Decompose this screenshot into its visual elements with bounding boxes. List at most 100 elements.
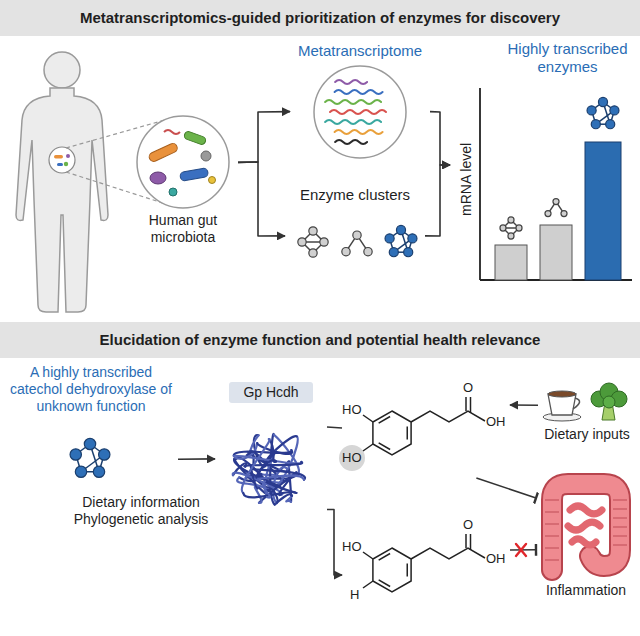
arrow-connector bbox=[425, 165, 450, 236]
bar bbox=[585, 142, 621, 280]
node-illustration-part bbox=[314, 66, 406, 158]
metatranscriptome-circle: Metatranscriptome bbox=[290, 42, 430, 160]
node-label: O bbox=[463, 517, 475, 533]
node-illustration-part bbox=[180, 168, 209, 182]
node-illustration-part bbox=[209, 177, 216, 184]
enzyme-cluster-icon-part bbox=[309, 227, 317, 235]
panel: A highly transcribed catechol dehydroxyl… bbox=[0, 322, 640, 636]
node-label: Human gut microbiota bbox=[128, 212, 238, 246]
enzyme-cluster-icon-part bbox=[408, 234, 417, 243]
chemical-structure-part bbox=[363, 581, 373, 588]
transcript-line bbox=[335, 80, 367, 84]
node-illustration-part bbox=[545, 523, 559, 524]
human-figure-part bbox=[49, 147, 75, 173]
enzyme-cluster-icon bbox=[500, 217, 522, 239]
node-label: Inflammation bbox=[536, 582, 636, 599]
enzyme-cluster-icon-part bbox=[516, 225, 522, 231]
human-figure-part bbox=[64, 162, 68, 166]
enzyme-cluster-icon-part bbox=[320, 238, 328, 246]
node-illustration-part bbox=[573, 398, 580, 409]
node-label: HO bbox=[342, 450, 364, 466]
chemical-structure-part bbox=[379, 554, 390, 561]
node-label: Dietary inputs bbox=[538, 426, 636, 443]
node-label: OH bbox=[486, 414, 510, 430]
chemical-structure-part bbox=[379, 580, 390, 587]
enzyme-cluster-icon-part bbox=[75, 466, 86, 477]
node-illustration-part bbox=[545, 535, 559, 536]
intestine bbox=[552, 484, 620, 570]
arrow-connector bbox=[430, 112, 450, 165]
chemical-structure-part bbox=[470, 397, 472, 413]
chemical-structure-part bbox=[406, 426, 408, 439]
arrow-connector bbox=[327, 510, 342, 576]
protein-structure-part bbox=[263, 481, 270, 497]
chemical-structure-part bbox=[363, 552, 373, 559]
node-illustration-part bbox=[613, 508, 627, 509]
enzyme-cluster-icon-part bbox=[508, 217, 514, 223]
enzyme-cluster-icon-part bbox=[99, 449, 110, 460]
node-illustration-part bbox=[613, 544, 627, 545]
node-illustration bbox=[342, 515, 510, 615]
node-illustration-part bbox=[613, 499, 627, 500]
enzyme-cluster-icon-part bbox=[298, 238, 306, 246]
protein-structure-part bbox=[265, 481, 297, 493]
enzyme-clusters: Enzyme clusters bbox=[285, 186, 425, 276]
enzyme-cluster-icon bbox=[342, 231, 372, 256]
protein-structure-part bbox=[286, 496, 292, 502]
chemical-structure-part bbox=[379, 417, 390, 424]
inhibition-connector bbox=[476, 478, 536, 498]
enzyme-cluster-icon-part bbox=[598, 97, 607, 106]
human-figure-part bbox=[57, 163, 63, 166]
transcript-line bbox=[335, 90, 383, 94]
catechol-compound: HOHOOOH bbox=[342, 378, 510, 478]
node-illustration-part bbox=[548, 391, 576, 397]
blocked-mark-part bbox=[516, 544, 526, 556]
blocked-mark bbox=[516, 544, 526, 556]
arrow-connector bbox=[238, 162, 285, 236]
node-label: Gp Hcdh bbox=[229, 382, 313, 403]
chemical-structure-part bbox=[379, 443, 390, 450]
chemical-structure-part bbox=[465, 397, 467, 411]
human-figure-part bbox=[66, 154, 70, 158]
node-illustration-part bbox=[164, 130, 180, 134]
node-illustration bbox=[450, 40, 635, 295]
chemical-structure bbox=[363, 397, 485, 455]
node-label: HO bbox=[342, 402, 364, 418]
enzyme-cluster-icon-part bbox=[396, 225, 405, 234]
node-illustration bbox=[215, 382, 327, 532]
chemical-structure-part bbox=[373, 411, 411, 455]
enzyme-cluster-icon-part bbox=[389, 248, 398, 257]
enzyme-cluster-icon-part bbox=[364, 248, 372, 256]
enzyme-protein: Gp Hcdh bbox=[215, 382, 327, 532]
enzyme-cluster-icon-part bbox=[545, 211, 551, 217]
node-illustration bbox=[290, 42, 430, 160]
enzyme-cluster-icon bbox=[70, 438, 110, 477]
node-label: Enzyme clusters bbox=[285, 186, 425, 204]
chemical-structure-part bbox=[465, 534, 467, 548]
edge-label: Dietary information Phylogenetic analysi… bbox=[56, 494, 226, 528]
node-illustration-part bbox=[148, 142, 179, 163]
enzyme-cluster-icon-part bbox=[84, 438, 95, 449]
protein-structure-part bbox=[255, 475, 304, 479]
chemical-structure bbox=[363, 534, 485, 592]
transcript-line bbox=[335, 130, 383, 134]
enzyme-description: A highly transcribed catechol dehydroxyl… bbox=[4, 364, 178, 486]
arrow-connector bbox=[510, 404, 538, 406]
enzyme-cluster-icon-part bbox=[508, 233, 514, 239]
node-illustration-part bbox=[183, 130, 206, 145]
enzyme-cluster-icon-part bbox=[610, 106, 619, 115]
highlight bbox=[339, 445, 365, 471]
inflamed-gut: Inflammation bbox=[536, 470, 636, 610]
enzyme-cluster-icon bbox=[545, 199, 567, 217]
human-figure-part bbox=[54, 155, 63, 159]
enzyme-cluster-icon bbox=[385, 225, 417, 256]
human-figure bbox=[16, 52, 108, 312]
node-illustration-part bbox=[613, 535, 627, 536]
intestine-outline bbox=[552, 484, 620, 570]
axis-label: mRNA level bbox=[458, 129, 475, 229]
chemical-structure-part bbox=[411, 411, 485, 422]
panel: Human gut microbiota MetatranscriptomeEnz… bbox=[0, 0, 640, 318]
enzyme-cluster-icon-part bbox=[404, 248, 413, 257]
enzyme-cluster-icon-part bbox=[93, 466, 104, 477]
small-intestine bbox=[568, 506, 602, 545]
